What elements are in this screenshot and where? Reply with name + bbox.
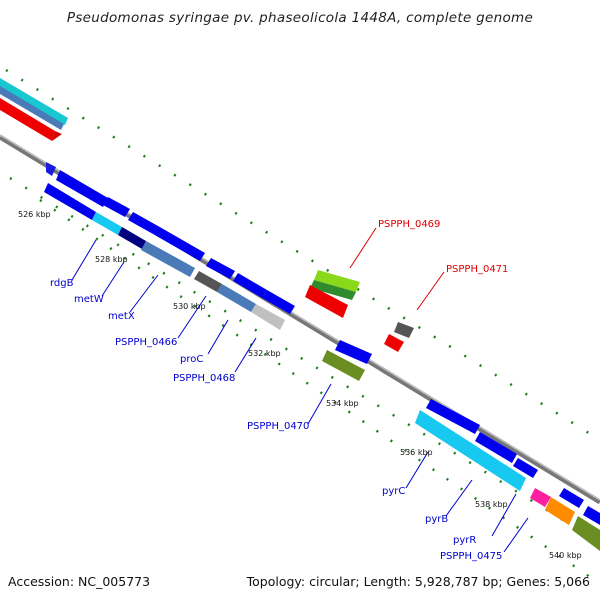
- gene-label-PSPPH_0475[interactable]: PSPPH_0475: [440, 551, 502, 562]
- tick-label-536: 536 kbp: [400, 448, 433, 457]
- accession-text: Accession: NC_005773: [8, 574, 151, 589]
- gene-label-metX[interactable]: metX: [108, 311, 135, 322]
- gene-block: [314, 270, 360, 292]
- gene-label-pyrR[interactable]: pyrR: [453, 535, 476, 546]
- gene-block: [233, 273, 267, 298]
- gene-label-pyrC[interactable]: pyrC: [382, 486, 405, 497]
- gene-block: [118, 227, 146, 249]
- genome-summary-text: Topology: circular; Length: 5,928,787 bp…: [246, 574, 590, 589]
- gene-block: [128, 212, 158, 234]
- gene-labels: rdgB metW metX PSPPH_0466 proC PSPPH_046…: [50, 219, 508, 562]
- tick-label-534: 534 kbp: [326, 399, 359, 408]
- gene-block: [394, 322, 414, 338]
- top-left-features: [0, 78, 68, 141]
- gene-block: [262, 290, 295, 314]
- gene-block: [46, 162, 56, 176]
- gene-block: [56, 170, 108, 207]
- gene-block: [141, 241, 195, 277]
- gene-block: [103, 197, 130, 217]
- tick-label-532: 532 kbp: [248, 349, 281, 358]
- label-leaders: [71, 227, 529, 553]
- tick-label-528: 528 kbp: [95, 255, 128, 264]
- gene-label-proC[interactable]: proC: [180, 354, 203, 365]
- gene-block: [559, 488, 584, 508]
- gene-block: [545, 497, 575, 525]
- tick-label-530: 530 kbp: [173, 302, 206, 311]
- gene-block: [583, 506, 600, 525]
- tick-labels: 526 kbp 528 kbp 530 kbp 532 kbp 534 kbp …: [18, 210, 582, 560]
- reverse-strand-genes: [44, 183, 600, 551]
- gene-block: [415, 410, 526, 491]
- gene-label-pyrB[interactable]: pyrB: [425, 514, 448, 525]
- gene-block: [475, 432, 517, 463]
- gene-label-PSPPH_0469[interactable]: PSPPH_0469: [378, 219, 440, 230]
- map-title: Pseudomonas syringae pv. phaseolicola 14…: [66, 10, 534, 26]
- gene-block: [335, 340, 372, 364]
- gene-block: [530, 488, 551, 507]
- gene-block: [305, 285, 348, 318]
- tick-label-526: 526 kbp: [18, 210, 51, 219]
- gene-block: [572, 516, 600, 551]
- forward-strand-genes: [46, 162, 600, 525]
- gene-block: [92, 212, 122, 235]
- tick-label-540: 540 kbp: [549, 551, 582, 560]
- gene-block: [426, 399, 480, 434]
- outer-tick-row-2: [9, 176, 600, 545]
- gene-block: [310, 280, 356, 300]
- gene-label-PSPPH_0466[interactable]: PSPPH_0466: [115, 337, 177, 348]
- gene-label-PSPPH_0471[interactable]: PSPPH_0471: [446, 264, 508, 275]
- tick-label-538: 538 kbp: [475, 500, 508, 509]
- gene-label-metW[interactable]: metW: [74, 294, 104, 305]
- gene-block: [153, 226, 205, 261]
- gene-block: [194, 271, 222, 292]
- gene-label-PSPPH_0468[interactable]: PSPPH_0468: [173, 373, 235, 384]
- gene-label-rdgB[interactable]: rdgB: [50, 278, 74, 289]
- gene-block: [322, 350, 365, 381]
- gene-label-PSPPH_0470[interactable]: PSPPH_0470: [247, 421, 309, 432]
- gene-block: [251, 304, 285, 330]
- gene-block: [513, 458, 538, 478]
- gene-block: [206, 258, 235, 279]
- gene-block: [217, 284, 256, 312]
- gene-block: [384, 334, 404, 352]
- gene-block: [44, 183, 96, 220]
